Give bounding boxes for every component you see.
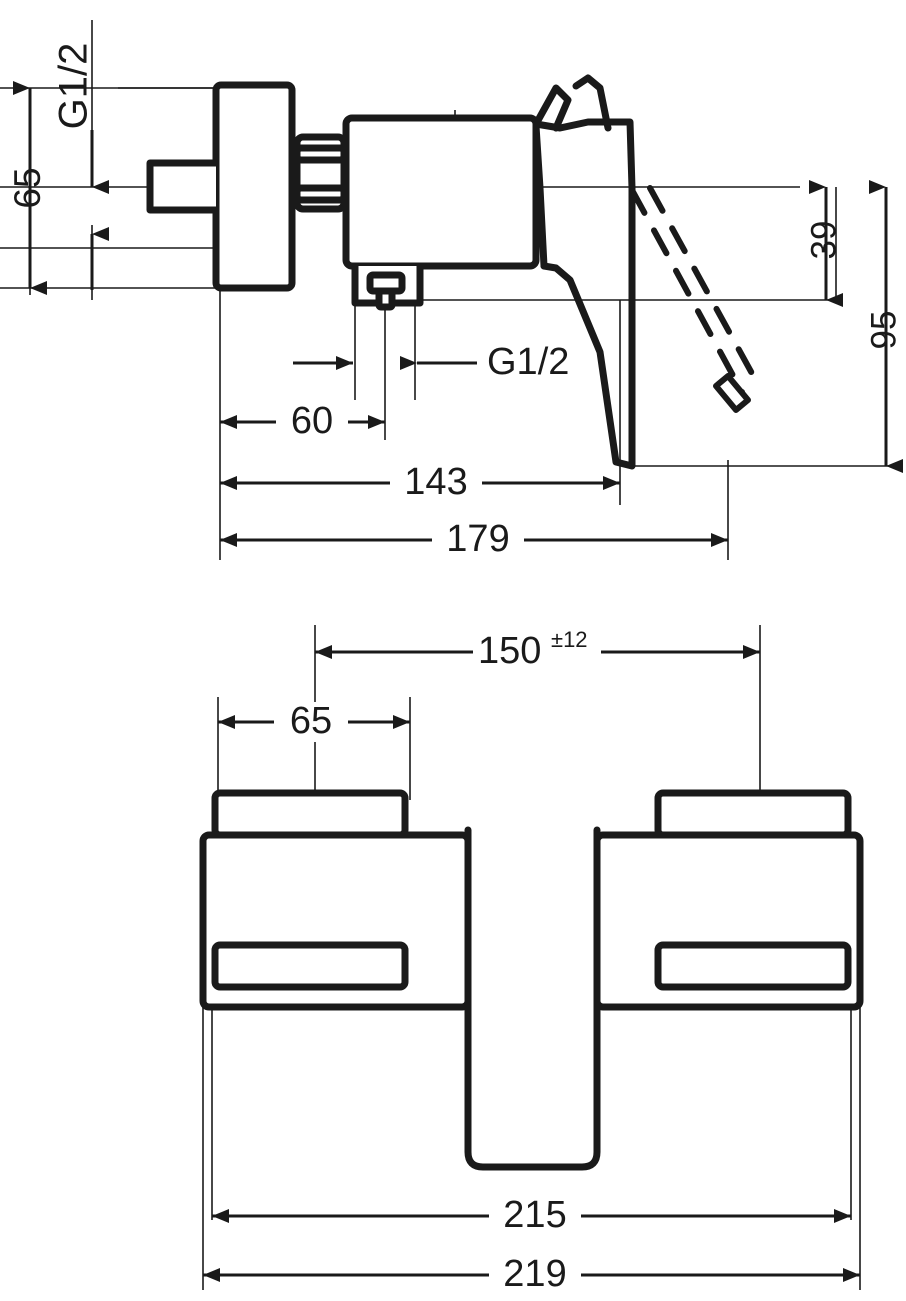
label-g12-outlet-text: G1/2 — [487, 341, 569, 383]
dimension-150-tolerance: ±12 — [551, 627, 588, 652]
lever-alternate-tip — [713, 373, 751, 413]
dimension-65-front-horizontal: 65 — [218, 700, 410, 742]
mixer-side-profile — [146, 81, 540, 311]
dimension-60-label: 60 — [291, 400, 333, 442]
dimension-60-horizontal: 60 — [220, 400, 385, 442]
right-cap-top — [654, 789, 852, 839]
outlet-nipple — [375, 287, 396, 311]
mixer-front-profile — [199, 789, 864, 1171]
center-lever — [464, 826, 601, 1171]
side-view-group: 65 G1/2 39 95 G1/2 — [0, 20, 903, 560]
dimension-95-vertical: 95 — [864, 180, 903, 473]
front-view-group: 150 ±12 65 215 219 — [199, 625, 864, 1295]
wall-flange — [212, 81, 296, 292]
dimension-95-vertical-label: 95 — [864, 311, 903, 350]
right-cap-bottom — [654, 941, 852, 991]
lever-handle — [532, 74, 636, 470]
dimension-150-horizontal: 150 ±12 — [315, 627, 760, 674]
label-g12-inlet-text: G1/2 — [52, 43, 96, 130]
dimension-215-label: 215 — [503, 1194, 566, 1236]
left-cap-top — [211, 789, 409, 839]
dimension-143-label: 143 — [404, 461, 467, 503]
dimension-219-label: 219 — [503, 1253, 566, 1295]
mixer-body — [342, 114, 540, 270]
outlet-tick-arrows: G1/2 — [293, 341, 569, 383]
dimension-65-vertical-label: 65 — [7, 167, 48, 208]
dimension-219-horizontal: 219 — [203, 1253, 860, 1295]
label-g12-inlet: G1/2 — [52, 43, 220, 130]
hex-nut-ridge-top — [293, 144, 348, 164]
inlet-pipe-stub — [146, 159, 220, 214]
dimension-39-vertical: 39 — [804, 180, 843, 307]
dimension-143-horizontal: 143 — [220, 461, 620, 503]
dimension-39-vertical-label: 39 — [804, 221, 843, 260]
dimension-179-horizontal: 179 — [220, 518, 728, 560]
dimension-65-vertical: 65 — [7, 81, 48, 295]
dimension-150-label: 150 — [478, 630, 541, 672]
dimension-65-front-label: 65 — [290, 700, 332, 742]
left-cap-bottom — [211, 941, 409, 991]
hex-nut-ridge-bottom — [293, 184, 348, 204]
dimension-179-label: 179 — [446, 518, 509, 560]
dimension-215-horizontal: 215 — [212, 1194, 851, 1236]
lever-alternate-position-dashed — [629, 185, 763, 395]
